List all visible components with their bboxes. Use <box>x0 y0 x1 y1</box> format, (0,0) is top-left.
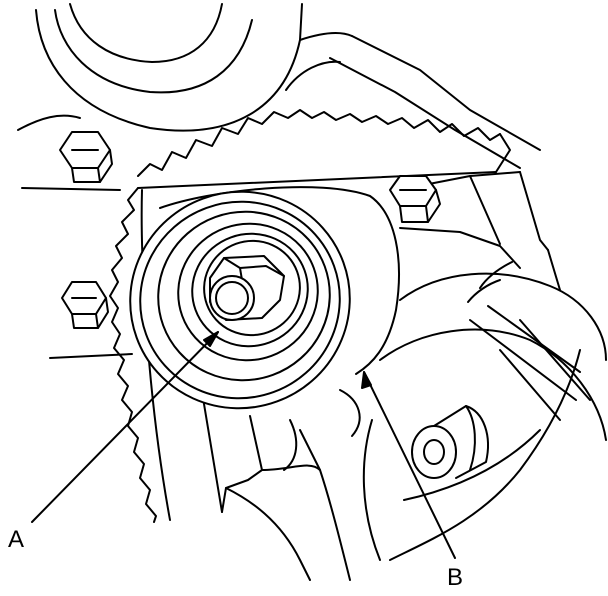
bolt-upper-left <box>59 131 113 183</box>
bolt-upper-right <box>389 175 441 223</box>
callout-label-b: B <box>447 564 464 591</box>
leader-line-b-arrow <box>361 371 372 389</box>
idler-boss <box>411 405 489 479</box>
tensioner-bolt <box>209 255 285 321</box>
belt-teeth-upper <box>137 109 501 177</box>
camshaft-pulley <box>35 3 353 132</box>
lower-cover-outline <box>362 272 607 561</box>
leader-lines <box>31 331 456 559</box>
leader-line-a <box>31 331 219 523</box>
leader-line-b <box>363 371 456 559</box>
leader-line-a-arrow <box>203 331 219 347</box>
tensioner-bracket <box>199 379 361 581</box>
bolt-lower-left <box>61 281 109 329</box>
callout-label-a: A <box>8 526 25 553</box>
belt-cover-edge <box>49 353 133 359</box>
